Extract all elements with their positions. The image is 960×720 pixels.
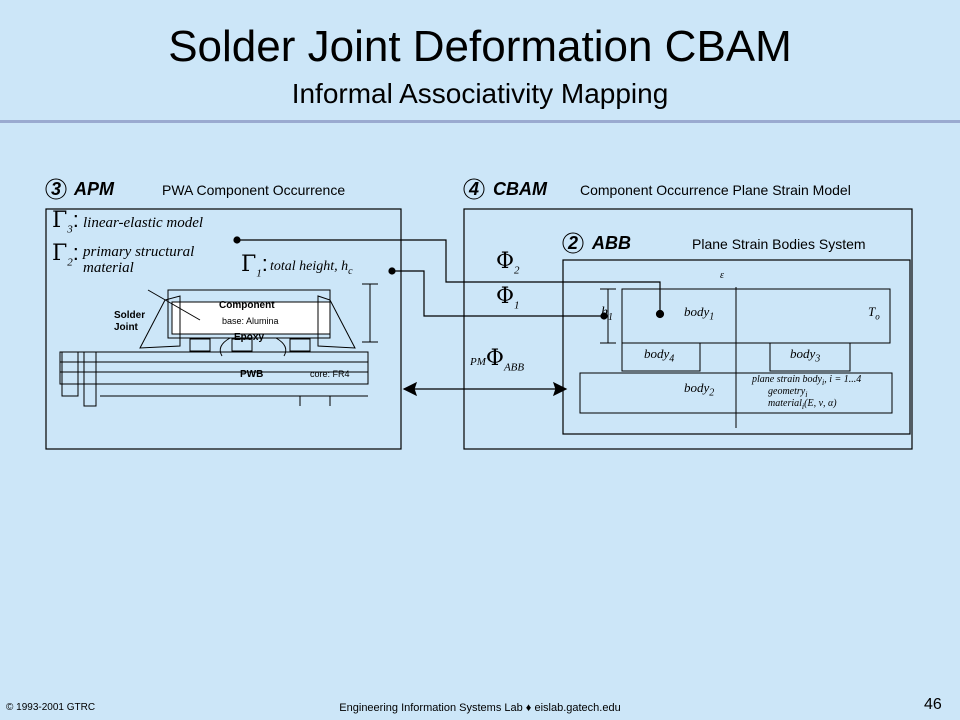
apm-label: APM [74,179,114,199]
component-label: Component [219,300,275,311]
gamma2-text-1: primary structural [83,244,195,260]
epsilon-label: ε [720,270,724,281]
page-title: Solder Joint Deformation CBAM [168,22,792,71]
apm-number: 3 [51,179,62,199]
body3-rect [769,342,851,372]
apm-number-badge [45,178,67,200]
apm-panel [45,208,402,450]
gamma2-symbol: Γ2: [52,240,79,269]
plane-strain-note-1: plane strain bodyi, i = 1...4 [752,374,862,387]
phi1-symbol: Φ1 [496,284,520,312]
abb-panel [562,259,911,435]
title-divider [0,120,960,123]
cbam-description: Component Occurrence Plane Strain Model [580,182,851,198]
gamma1-text: total height, hc [270,259,353,277]
body1-label: body1 [684,304,715,323]
cbam-label: CBAM [493,179,547,199]
body4-rect [621,342,701,372]
pwb-label: PWB [240,369,264,380]
abb-number: 2 [568,233,579,253]
abb-number-badge [562,232,584,254]
plane-strain-note-2: geometryi [768,386,808,399]
pwa-assembly-drawing [59,283,378,407]
pwb-core: core: FR4 [310,369,350,379]
body2-label: body2 [684,380,715,399]
cbam-number-badge [463,178,485,200]
footer-lab: Engineering Information Systems Lab ♦ ei… [339,702,621,714]
component-base: base: Alumina [222,316,279,326]
h1-label: h1 [601,305,613,323]
page-number: 46 [924,696,942,713]
gamma1-symbol: Γ1: [241,251,268,280]
plane-strain-note-3: materiali(E, ν, α) [768,398,837,411]
solder-joint-label-1: Solder [114,310,146,321]
abb-label: ABB [592,233,631,253]
abb-description: Plane Strain Bodies System [692,236,866,252]
mapping-connectors [233,236,665,397]
gamma3-symbol: Γ3: [52,207,79,236]
cbam-number: 4 [469,179,480,199]
body4-label: body4 [644,346,675,365]
abb-bodies [579,287,893,428]
phi2-symbol: Φ2 [496,249,520,277]
body1-rect [621,288,891,344]
solder-joint-label-2: Joint [114,322,138,333]
body3-label: body3 [790,346,821,365]
epoxy-label: Epoxy [234,332,265,343]
footer-copyright: © 1993-2001 GTRC [6,702,96,713]
page-subtitle: Informal Associativity Mapping [291,78,669,109]
gamma2-text-2: material [83,260,134,276]
gamma3-text: linear-elastic model [83,215,204,231]
To-label: To [868,304,880,322]
apm-description: PWA Component Occurrence [162,182,346,198]
pm-phi-abb-symbol: PMΦABB [470,346,525,374]
cbam-panel [463,208,913,450]
